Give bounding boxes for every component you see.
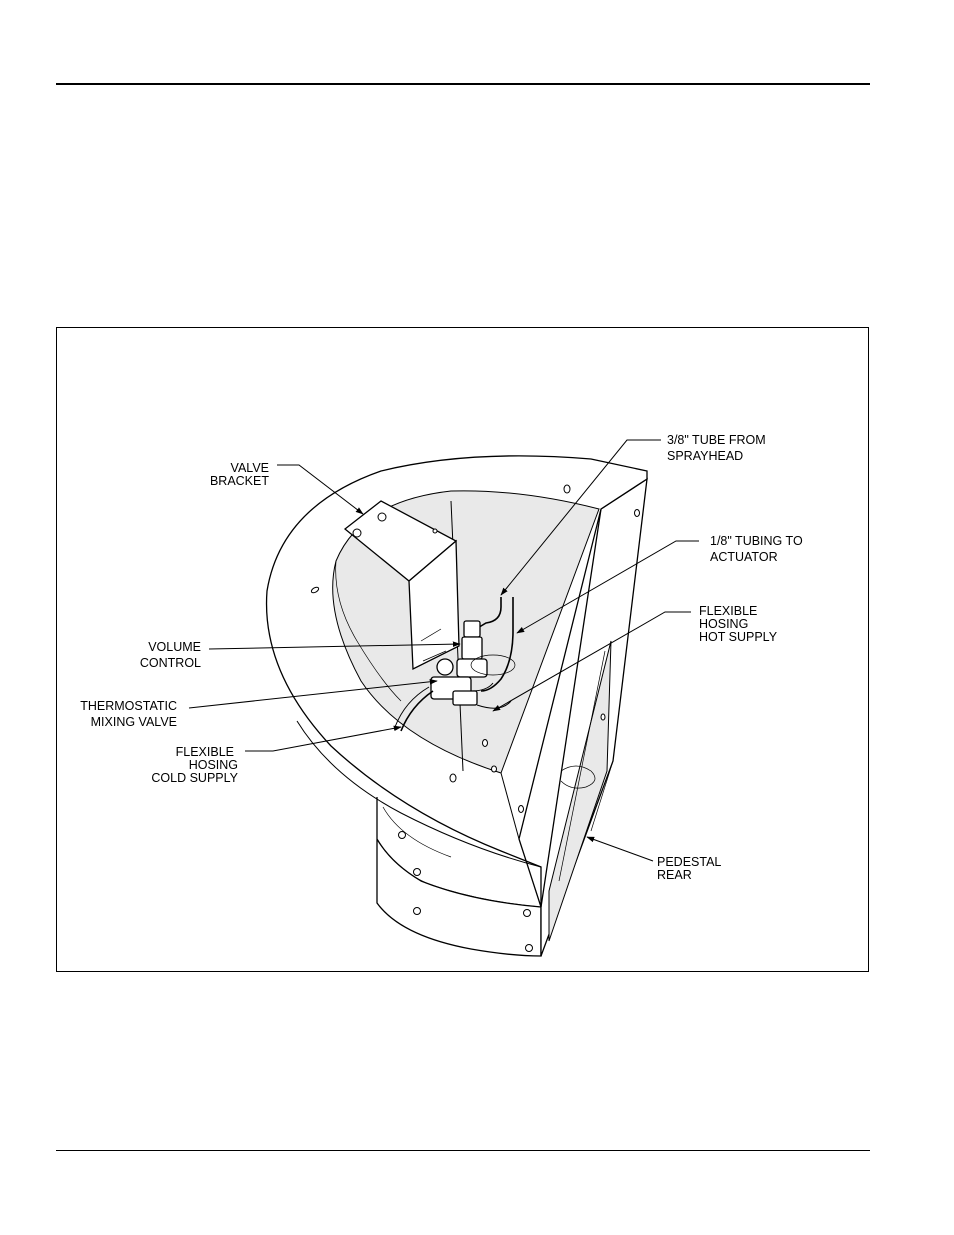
pedestal-valve-illustration: 3/8" TUBE FROM SPRAYHEAD VALVE BRACKET 1… — [80, 433, 803, 957]
label-tube-line2: SPRAYHEAD — [667, 449, 743, 463]
leader-lines — [188, 439, 699, 862]
label-pedestal-line2: REAR — [657, 868, 692, 882]
pedestal-rear-panel — [540, 477, 648, 957]
label-hot-line3: HOT SUPPLY — [699, 630, 778, 644]
label-hot-line1: FLEXIBLE — [699, 604, 757, 618]
label-cold-line3: COLD SUPPLY — [151, 771, 238, 785]
label-pedestal-line1: PEDESTAL — [657, 855, 721, 869]
footer-rule — [56, 1150, 870, 1151]
label-valve-bracket-line1: VALVE — [231, 461, 269, 475]
label-thermo-line1: THERMOSTATIC — [80, 699, 177, 713]
valve-assembly — [394, 597, 516, 732]
label-tube-line1: 3/8" TUBE FROM — [667, 433, 766, 447]
label-cold-line2: HOSING — [189, 758, 238, 772]
label-volume-line1: VOLUME — [148, 640, 201, 654]
figure-frame: 3/8" TUBE FROM SPRAYHEAD VALVE BRACKET 1… — [56, 327, 869, 972]
label-tubing-line1: 1/8" TUBING TO — [710, 534, 803, 548]
label-valve-bracket-line2: BRACKET — [210, 474, 269, 488]
valve-bracket — [343, 500, 460, 671]
label-tubing-line2: ACTUATOR — [710, 550, 778, 564]
label-hot-line2: HOSING — [699, 617, 748, 631]
label-cold-line1: FLEXIBLE — [176, 745, 234, 759]
label-thermo-line2: MIXING VALVE — [91, 715, 177, 729]
label-volume-line2: CONTROL — [140, 656, 201, 670]
header-rule — [56, 83, 870, 85]
